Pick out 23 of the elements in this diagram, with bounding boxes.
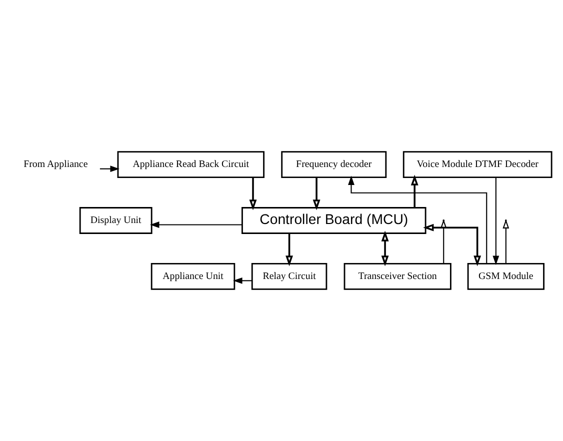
node-box: Voice Module DTMF Decoder — [402, 151, 552, 178]
node-box: Relay Circuit — [251, 262, 328, 290]
node-text: From Appliance — [24, 159, 88, 170]
node-box: Frequency decoder — [281, 151, 387, 178]
node-box: GSM Module — [467, 262, 544, 290]
arrow — [312, 178, 320, 210]
node-box: Display Unit — [79, 207, 152, 234]
arrow — [100, 166, 120, 172]
node-box: Transceiver Section — [344, 262, 452, 290]
arrow — [286, 233, 294, 266]
node-box: Controller Board (MCU) — [242, 207, 426, 234]
arrow — [249, 178, 257, 210]
arrow — [502, 219, 510, 264]
arrow — [381, 230, 389, 266]
arrow — [440, 219, 447, 264]
node-box: Appliance Read Back Circuit — [117, 151, 264, 178]
arrow — [150, 222, 242, 228]
arrow — [233, 277, 252, 284]
arrow — [410, 174, 418, 208]
arrow — [348, 176, 488, 264]
node-box: Appliance Unit — [150, 262, 236, 290]
arrow — [423, 224, 482, 266]
arrow — [492, 177, 500, 265]
